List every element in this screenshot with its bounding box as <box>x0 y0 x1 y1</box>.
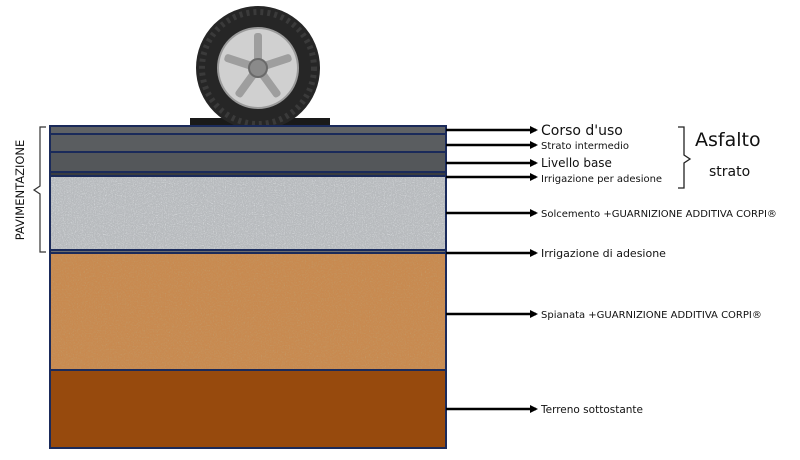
asphalt-subtitle: strato <box>709 164 750 180</box>
asphalt-title: Asfalto <box>695 129 761 151</box>
layer-irrigazione-adesione-2 <box>50 250 446 253</box>
label-spianata: Spianata +GUARNIZIONE ADDITIVA CORPI® <box>541 310 762 321</box>
label-solcemento: Solcemento +GUARNIZIONE ADDITIVA CORPI® <box>541 209 777 220</box>
label-corso-duso: Corso d'uso <box>541 123 623 139</box>
layer-arrows <box>446 126 538 413</box>
layer-irrigazione-adesione-1 <box>50 172 446 176</box>
side-label: PAVIMENTAZIONE <box>13 140 27 241</box>
label-strato-intermedio: Strato intermedio <box>541 141 629 152</box>
label-livello-base: Livello base <box>541 156 612 170</box>
label-terreno-sottostante: Terreno sottostante <box>540 404 643 416</box>
label-irrigazione-adesione-1: Irrigazione per adesione <box>541 174 662 185</box>
pavement-bracket <box>32 126 46 253</box>
layer-corso-duso <box>50 126 446 134</box>
tire-icon <box>190 6 330 130</box>
layer-stack <box>49 125 447 449</box>
layer-terreno-sottostante <box>50 370 446 448</box>
asphalt-bracket <box>678 126 692 189</box>
label-irrigazione-adesione-2: Irrigazione di adesione <box>541 247 666 260</box>
layer-livello-base <box>50 152 446 172</box>
layer-strato-intermedio <box>50 134 446 152</box>
